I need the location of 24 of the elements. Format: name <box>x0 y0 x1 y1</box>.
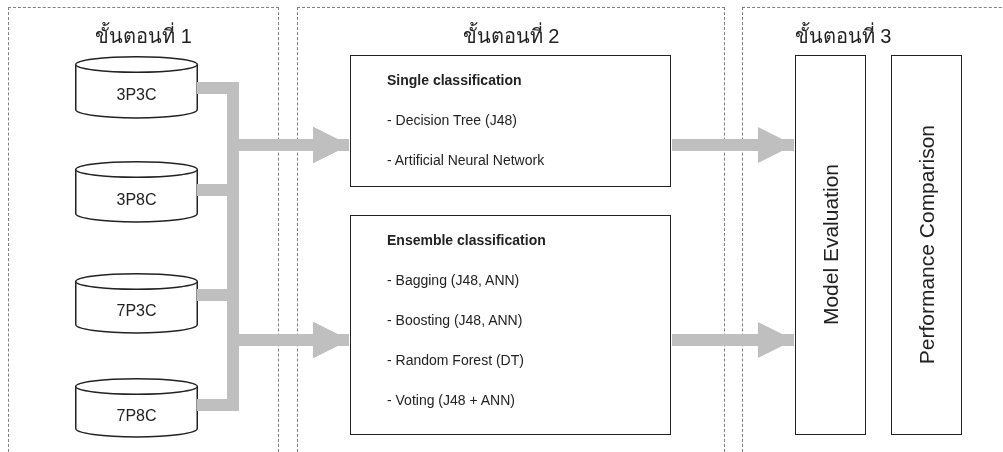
process-box: Performance Comparison <box>891 55 962 435</box>
box-heading: Ensemble classification <box>387 231 546 250</box>
box-heading: Single classification <box>387 71 522 90</box>
process-box <box>350 215 671 435</box>
list-item: - Bagging (J48, ANN) <box>387 271 520 290</box>
stage-panel <box>742 7 1003 452</box>
stage-title: ขั้นตอนที่ 2 <box>462 20 560 52</box>
process-box <box>350 55 671 187</box>
list-item: - Artificial Neural Network <box>387 151 545 170</box>
list-item: - Random Forest (DT) <box>387 351 524 370</box>
database-cylinder: 3P3C <box>75 56 198 118</box>
arrow <box>672 322 794 358</box>
list-item: - Boosting (J48, ANN) <box>387 311 523 330</box>
list-item: - Decision Tree (J48) <box>387 111 517 130</box>
arrow <box>672 127 794 163</box>
database-cylinder: 7P8C <box>75 378 198 437</box>
database-cylinder: 3P8C <box>75 161 198 222</box>
stage-title: ขั้นตอนที่ 1 <box>95 20 192 52</box>
stage-panel <box>8 7 279 452</box>
list-item: - Voting (J48 + ANN) <box>387 391 515 410</box>
stage-title: ขั้นตอนที่ 3 <box>794 20 892 52</box>
database-cylinder: 7P3C <box>75 273 198 333</box>
process-box: Model Evaluation <box>795 55 866 435</box>
stage-panel <box>297 7 725 452</box>
